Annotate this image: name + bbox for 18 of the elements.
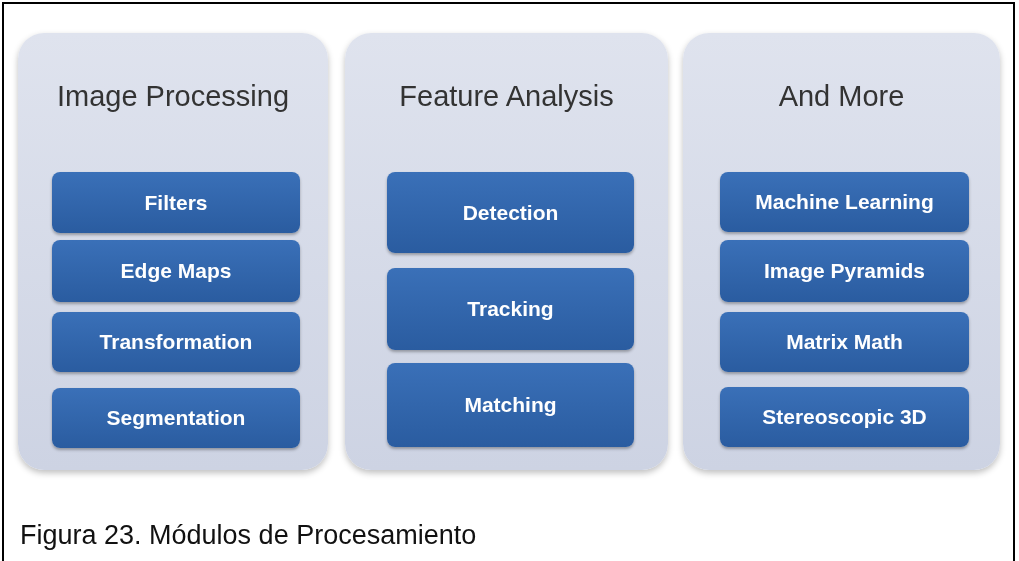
module-box: Machine Learning (720, 172, 969, 232)
panel-title: Feature Analysis (398, 78, 615, 114)
module-box: Filters (52, 172, 300, 233)
module-box: Edge Maps (52, 240, 300, 302)
module-box: Tracking (387, 268, 634, 350)
module-box: Segmentation (52, 388, 300, 448)
module-box: Image Pyramids (720, 240, 969, 302)
module-box: Matrix Math (720, 312, 969, 372)
panel-title: And More (777, 78, 906, 114)
module-box: Detection (387, 172, 634, 253)
module-box: Matching (387, 363, 634, 447)
module-panel (345, 33, 668, 470)
module-panel (18, 33, 328, 470)
module-box: Stereoscopic 3D (720, 387, 969, 447)
figure-caption: Figura 23. Módulos de Procesamiento (20, 520, 477, 551)
module-panel (683, 33, 1000, 470)
module-box: Transformation (52, 312, 300, 372)
panel-title: Image Processing (55, 78, 291, 114)
